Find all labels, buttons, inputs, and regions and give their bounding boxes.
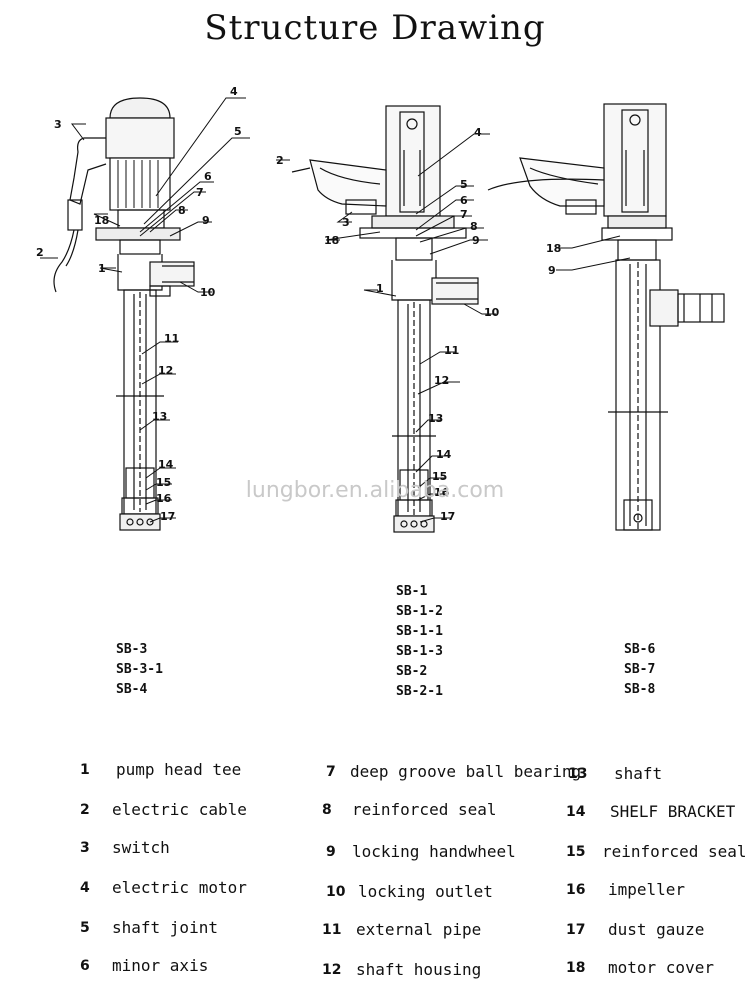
pump-drawing-left xyxy=(53,97,195,531)
pump-structure-drawing: 4 5 3 6 7 18 8 9 2 1 10 11 12 13 14 15 1… xyxy=(36,85,725,533)
watermark: lungbor.en.alibaba.com xyxy=(245,478,505,503)
callout-10-left: 10 xyxy=(200,286,216,299)
callout-5-center: 5 xyxy=(460,178,468,191)
model-code: SB-2 xyxy=(396,664,428,679)
callout-12-left: 12 xyxy=(158,364,173,377)
model-list-center: SB-1 SB-1-2 SB-1-1 SB-1-3 SB-2 SB-2-1 xyxy=(396,582,443,702)
model-code: SB-1-3 xyxy=(396,644,443,659)
callout-17-center: 17 xyxy=(440,510,455,523)
callout-13-left: 13 xyxy=(152,410,167,423)
page-title: Structure Drawing xyxy=(204,8,546,48)
callout-9-left: 9 xyxy=(202,214,210,227)
callout-12-center: 12 xyxy=(434,374,449,387)
callout-labels: 4 5 3 6 7 18 8 9 2 1 10 11 12 13 14 15 1… xyxy=(36,85,561,523)
callout-1-left: 1 xyxy=(98,262,106,275)
callout-17-left: 17 xyxy=(160,510,175,523)
model-list-right: SB-6 SB-7 SB-8 xyxy=(624,640,655,700)
callout-1-center: 1 xyxy=(376,282,384,295)
callout-9-right: 9 xyxy=(548,264,556,277)
model-code: SB-1 xyxy=(396,584,428,599)
model-code: SB-6 xyxy=(624,642,656,657)
model-code: SB-8 xyxy=(624,682,656,697)
callout-14-left: 14 xyxy=(158,458,174,471)
callout-15-center: 15 xyxy=(432,470,447,483)
callout-6-center: 6 xyxy=(460,194,468,207)
callout-16-left: 16 xyxy=(156,492,172,505)
model-code: SB-1-1 xyxy=(396,624,443,639)
callout-6-left: 6 xyxy=(204,170,212,183)
model-code: SB-7 xyxy=(624,662,656,677)
callout-18-right: 18 xyxy=(546,242,561,255)
callout-7-left: 7 xyxy=(196,186,204,199)
model-code: SB-2-1 xyxy=(396,684,443,699)
pump-drawing-center xyxy=(291,105,479,533)
model-list-left: SB-3 SB-3-1 SB-4 xyxy=(116,640,163,700)
model-code: SB-3-1 xyxy=(116,662,163,677)
callout-16-center: 16 xyxy=(434,486,450,499)
callout-4-center: 4 xyxy=(474,126,482,139)
model-code: SB-4 xyxy=(116,682,148,697)
callout-14-center: 14 xyxy=(436,448,452,461)
model-code: SB-3 xyxy=(116,642,148,657)
callout-13-center: 13 xyxy=(428,412,443,425)
model-code: SB-1-2 xyxy=(396,604,443,619)
callout-2-left: 2 xyxy=(36,246,44,259)
callout-5-left: 5 xyxy=(234,125,242,138)
callout-15-left: 15 xyxy=(156,476,171,489)
callout-4-left: 4 xyxy=(230,85,238,98)
callout-2-center: 2 xyxy=(276,154,284,167)
callout-18-center: 18 xyxy=(324,234,339,247)
callout-9-center: 9 xyxy=(472,234,480,247)
callout-8-center: 8 xyxy=(470,220,478,233)
callout-3-center: 3 xyxy=(342,216,350,229)
callout-3-left: 3 xyxy=(54,118,62,131)
callout-11-left: 11 xyxy=(164,332,179,345)
callout-18-left: 18 xyxy=(94,214,109,227)
callout-8-left: 8 xyxy=(178,204,186,217)
callout-10-center: 10 xyxy=(484,306,500,319)
pump-drawing-right xyxy=(487,103,725,531)
callout-11-center: 11 xyxy=(444,344,459,357)
callout-7-center: 7 xyxy=(460,208,468,221)
